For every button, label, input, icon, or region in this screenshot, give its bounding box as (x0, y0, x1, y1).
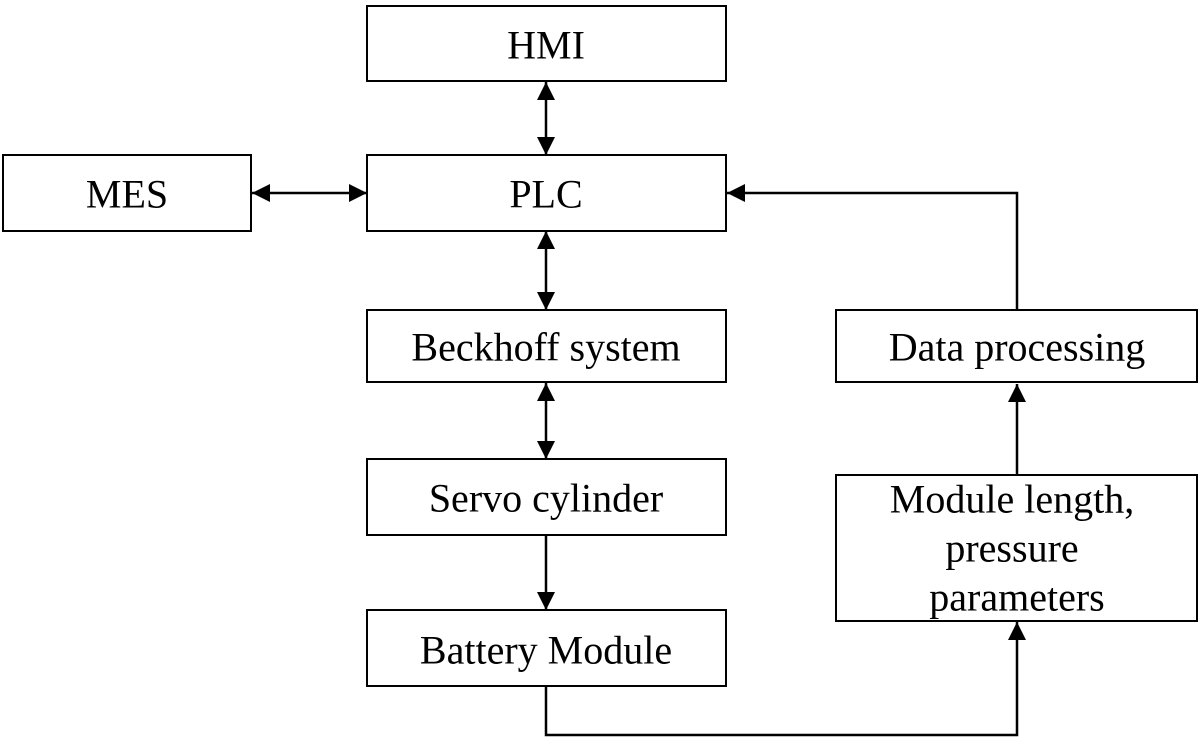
node-beckhoff-system: Beckhoff system (366, 309, 727, 383)
node-plc-label: PLC (509, 172, 582, 217)
node-module-parameters: Module length, pressure parameters (835, 463, 1198, 622)
node-data-processing-label: Data processing (889, 325, 1146, 370)
node-servo-cylinder-label: Servo cylinder (429, 476, 663, 521)
node-hmi-label: HMI (507, 23, 585, 68)
node-battery-module: Battery Module (366, 609, 727, 687)
node-hmi: HMI (366, 5, 727, 82)
node-module-parameters-line-3: parameters (929, 575, 1104, 620)
node-mes-label: MES (86, 172, 168, 217)
node-module-parameters-line-1: Module length, (890, 477, 1134, 522)
node-beckhoff-system-label: Beckhoff system (411, 325, 680, 370)
edge-battery-module-params (544, 622, 1026, 737)
edge-data-processing-plc (727, 184, 1019, 310)
node-data-processing: Data processing (835, 309, 1198, 383)
node-module-parameters-label: Module length, pressure parameters (890, 463, 1144, 620)
node-plc: PLC (366, 154, 727, 232)
node-servo-cylinder: Servo cylinder (366, 458, 727, 536)
node-battery-module-label: Battery Module (420, 628, 672, 673)
node-module-parameters-line-2: pressure (945, 526, 1078, 571)
node-mes: MES (2, 154, 252, 232)
